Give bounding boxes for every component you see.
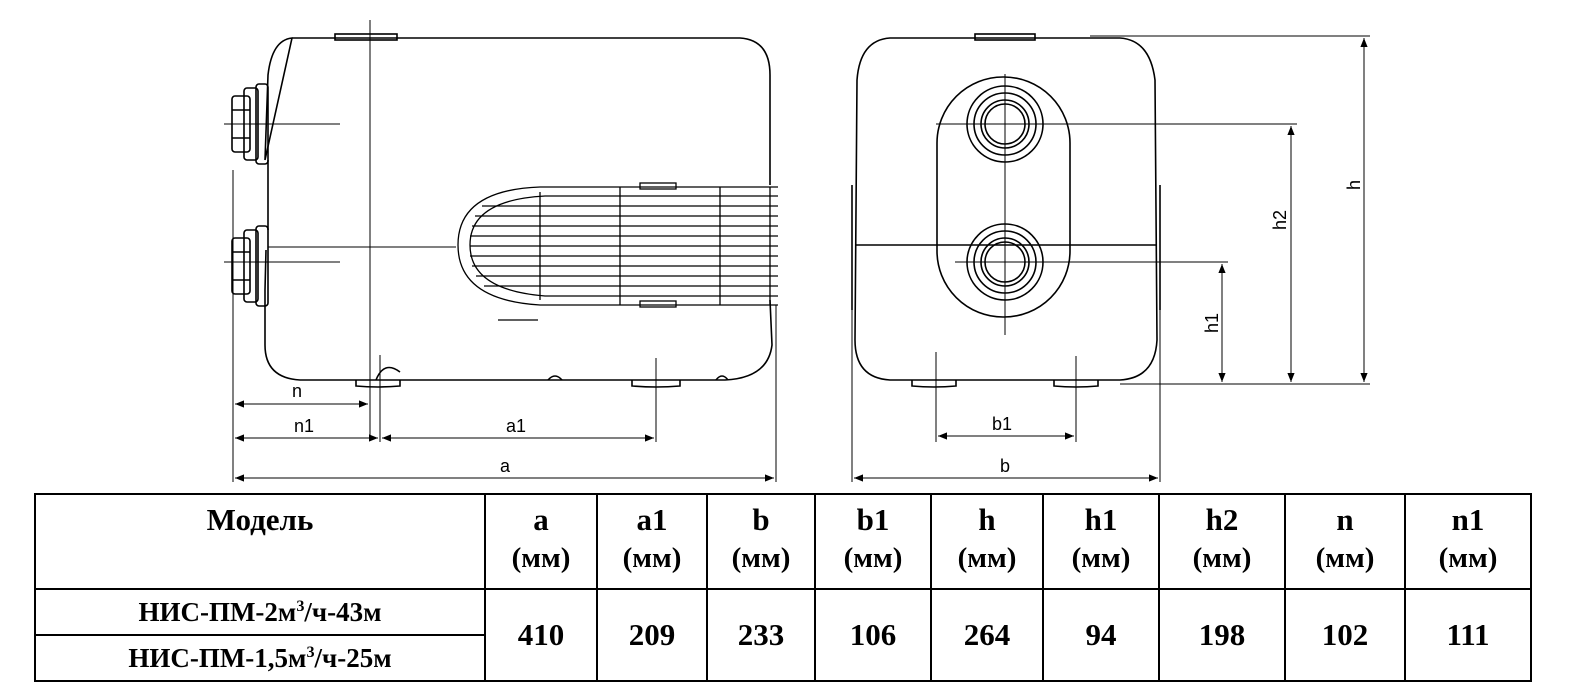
outlet-plate xyxy=(936,76,1071,318)
value-a1: 209 xyxy=(596,588,708,682)
model-header: Модель xyxy=(34,493,486,590)
col-header-n1: n1(мм) xyxy=(1404,493,1532,590)
table-header-row: Модель a(мм) a1(мм) b(мм) b1(мм) h(мм) h… xyxy=(34,493,1532,590)
dim-label-a1: a1 xyxy=(506,416,526,436)
value-a: 410 xyxy=(484,588,598,682)
dim-label-b: b xyxy=(1000,456,1010,476)
value-h1: 94 xyxy=(1042,588,1160,682)
value-n1: 111 xyxy=(1404,588,1532,682)
col-header-h2: h2(мм) xyxy=(1158,493,1286,590)
col-header-n: n(мм) xyxy=(1284,493,1406,590)
value-h2: 198 xyxy=(1158,588,1286,682)
dim-label-h2: h2 xyxy=(1270,210,1290,230)
value-b1: 106 xyxy=(814,588,932,682)
side-view xyxy=(231,33,778,388)
table-row: НИС-ПМ-1,5м3/ч-25м xyxy=(34,634,1531,682)
front-view-construction-lines xyxy=(851,35,1370,482)
col-header-a: a(мм) xyxy=(484,493,598,590)
col-header-h1: h1(мм) xyxy=(1042,493,1160,590)
technical-drawing: n n1 a1 a xyxy=(224,20,1370,482)
dim-label-n: n xyxy=(292,381,302,401)
dim-label-h: h xyxy=(1344,180,1364,190)
col-header-h: h(мм) xyxy=(930,493,1044,590)
col-header-b1: b1(мм) xyxy=(814,493,932,590)
model-name-1: НИС-ПМ-2м3/ч-43м xyxy=(34,588,486,636)
dimensions-table: Модель a(мм) a1(мм) b(мм) b1(мм) h(мм) h… xyxy=(34,493,1532,682)
dim-label-a: a xyxy=(500,456,511,476)
value-h: 264 xyxy=(930,588,1044,682)
side-view-construction-lines xyxy=(224,20,777,482)
col-header-b: b(мм) xyxy=(706,493,816,590)
col-header-a1: a1(мм) xyxy=(596,493,708,590)
dim-label-n1: n1 xyxy=(294,416,314,436)
front-view-dimensions xyxy=(854,38,1368,482)
value-n: 102 xyxy=(1284,588,1406,682)
table-row: НИС-ПМ-2м3/ч-43м 410 209 233 106 264 94 … xyxy=(34,588,1532,682)
value-b: 233 xyxy=(706,588,816,682)
side-view-dimensions xyxy=(235,400,774,482)
dim-label-b1: b1 xyxy=(992,414,1012,434)
motor-grille xyxy=(457,182,778,321)
lower-inlet-side xyxy=(231,225,269,307)
dim-label-h1: h1 xyxy=(1202,313,1222,333)
front-view xyxy=(851,33,1161,388)
model-name-2: НИС-ПМ-1,5м3/ч-25м xyxy=(34,634,486,682)
